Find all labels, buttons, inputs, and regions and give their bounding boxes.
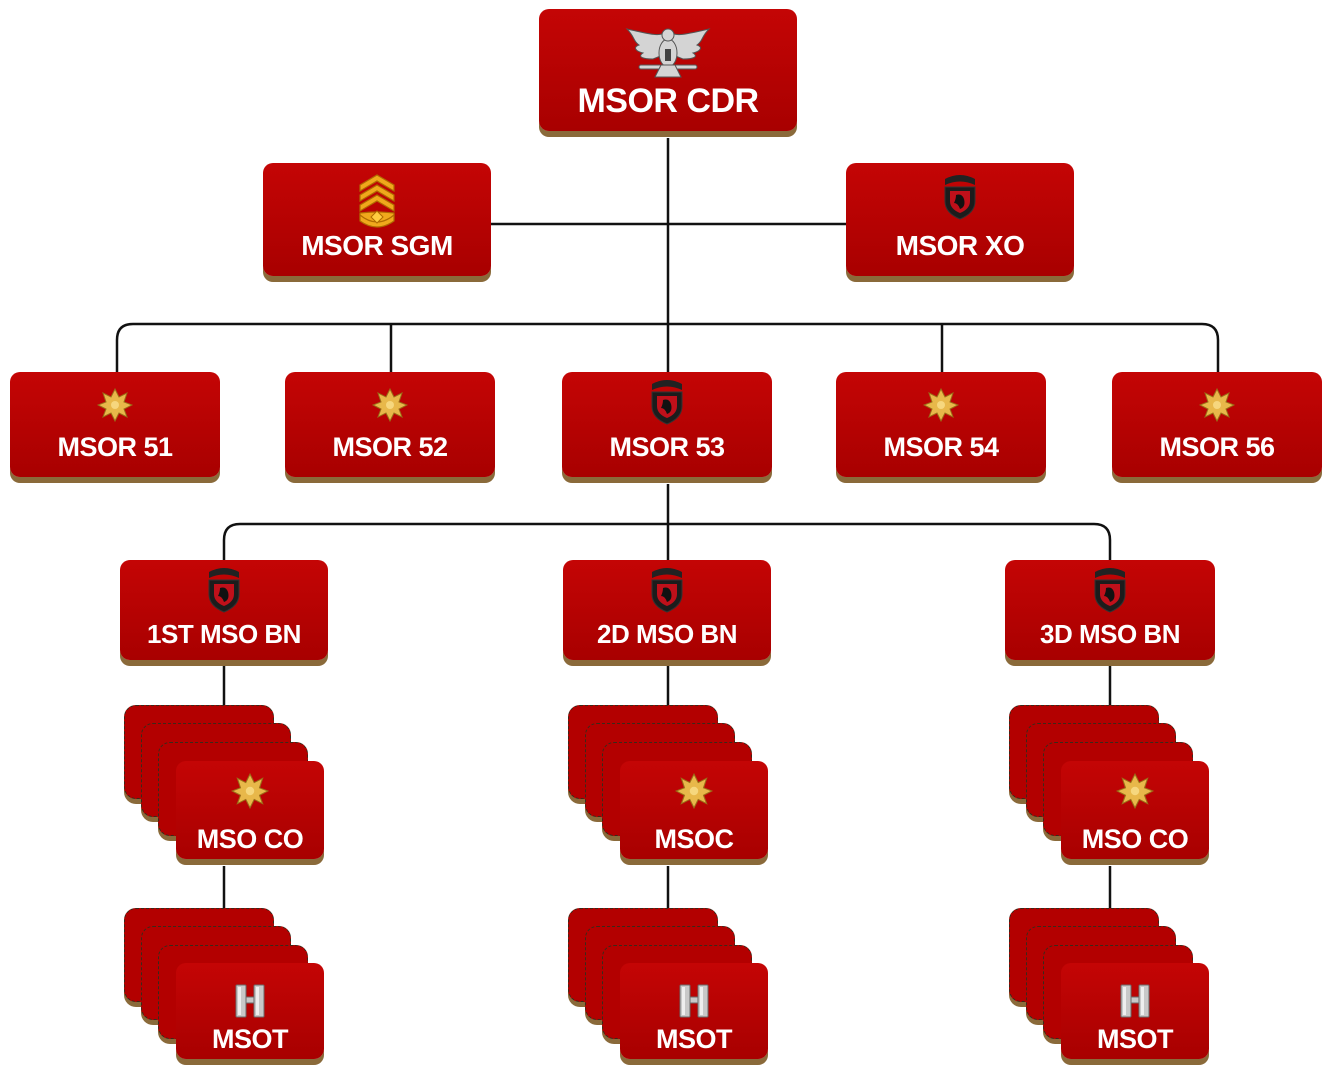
node-label: 1ST MSO BN <box>147 619 301 649</box>
colonel-eagle-icon <box>625 25 711 86</box>
node-label: 3D MSO BN <box>1040 619 1180 649</box>
node-label: MSOR CDR <box>577 82 759 120</box>
oak-leaf-icon <box>1115 772 1155 814</box>
connector-regiment-bus <box>115 322 1220 372</box>
node-label: MSOR 52 <box>332 432 448 462</box>
node-label: MSOT <box>1097 1024 1174 1054</box>
node-label: MSOC <box>654 824 735 854</box>
node-label: MSOR XO <box>895 230 1025 261</box>
node-label: MSOR SGM <box>301 230 453 261</box>
airborne-wolf-patch-icon <box>206 566 242 619</box>
captain-bars-icon <box>678 983 710 1024</box>
oak-leaf-icon <box>922 387 960 427</box>
node-3d-mso-bn: 3D MSO BN <box>1005 560 1215 660</box>
airborne-wolf-patch-icon <box>649 566 685 619</box>
node-label: MSOR 51 <box>57 432 173 462</box>
oak-leaf-icon <box>96 387 134 427</box>
node-msot-1: MSOT <box>176 963 324 1059</box>
node-mso-co-1: MSO CO <box>176 761 324 859</box>
airborne-wolf-patch-icon <box>649 378 685 431</box>
node-label: MSOR 56 <box>1159 432 1275 462</box>
node-msoc: MSOC <box>620 761 768 859</box>
node-msor-56: MSOR 56 <box>1112 372 1322 477</box>
node-msor-52: MSOR 52 <box>285 372 495 477</box>
node-label: 2D MSO BN <box>597 619 737 649</box>
oak-leaf-icon <box>674 772 714 814</box>
node-msor-54: MSOR 54 <box>836 372 1046 477</box>
node-mso-co-3: MSO CO <box>1061 761 1209 859</box>
node-label: MSOT <box>212 1024 289 1054</box>
node-label: MSOT <box>656 1024 733 1054</box>
connector-battalion-bus <box>222 522 1112 560</box>
node-2d-mso-bn: 2D MSO BN <box>563 560 771 660</box>
node-msor-51: MSOR 51 <box>10 372 220 477</box>
captain-bars-icon <box>234 983 266 1024</box>
node-msot-3: MSOT <box>1061 963 1209 1059</box>
node-msot-2: MSOT <box>620 963 768 1059</box>
node-label: MSOR 54 <box>883 432 999 462</box>
node-1st-mso-bn: 1ST MSO BN <box>120 560 328 660</box>
sergeant-major-chevrons-icon <box>358 171 396 236</box>
node-label: MSO CO <box>1081 824 1189 854</box>
oak-leaf-icon <box>230 772 270 814</box>
node-msor-xo: MSOR XO <box>846 163 1074 276</box>
oak-leaf-icon <box>1198 387 1236 427</box>
node-msor-53: MSOR 53 <box>562 372 772 477</box>
oak-leaf-icon <box>371 387 409 427</box>
node-msor-sgm: MSOR SGM <box>263 163 491 276</box>
node-label: MSO CO <box>196 824 304 854</box>
captain-bars-icon <box>1119 983 1151 1024</box>
node-label: MSOR 53 <box>609 432 725 462</box>
airborne-wolf-patch-icon <box>942 173 978 226</box>
node-msor-cdr: MSOR CDR <box>539 9 797 131</box>
airborne-wolf-patch-icon <box>1092 566 1128 619</box>
